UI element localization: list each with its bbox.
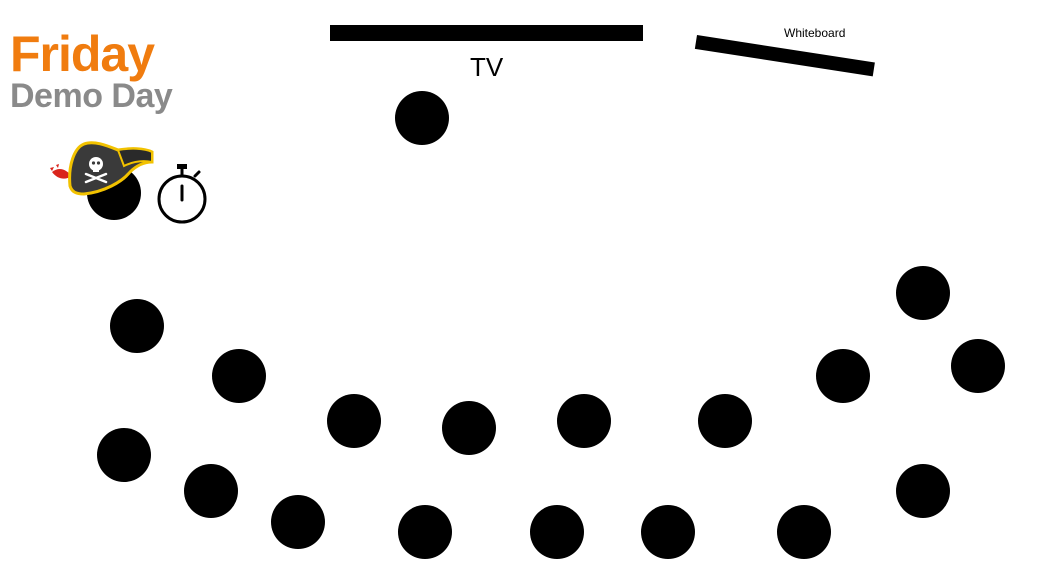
seat [530, 505, 584, 559]
seat-front [395, 91, 449, 145]
pirate-hat-icon [50, 141, 154, 196]
seat [212, 349, 266, 403]
stopwatch-icon [157, 164, 207, 224]
seat [97, 428, 151, 482]
tv-bar [330, 25, 643, 41]
title-friday: Friday [10, 26, 155, 82]
seat [442, 401, 496, 455]
seat [951, 339, 1005, 393]
whiteboard-bar [694, 35, 875, 77]
seat [557, 394, 611, 448]
whiteboard-label: Whiteboard [784, 26, 846, 40]
seat [398, 505, 452, 559]
seat [271, 495, 325, 549]
seat [110, 299, 164, 353]
seat [641, 505, 695, 559]
seat [327, 394, 381, 448]
seat [816, 349, 870, 403]
tv-label: TV [470, 52, 504, 82]
seat [896, 464, 950, 518]
seat [896, 266, 950, 320]
title-demo-day: Demo Day [10, 77, 173, 115]
seat [184, 464, 238, 518]
seat [777, 505, 831, 559]
seat [698, 394, 752, 448]
